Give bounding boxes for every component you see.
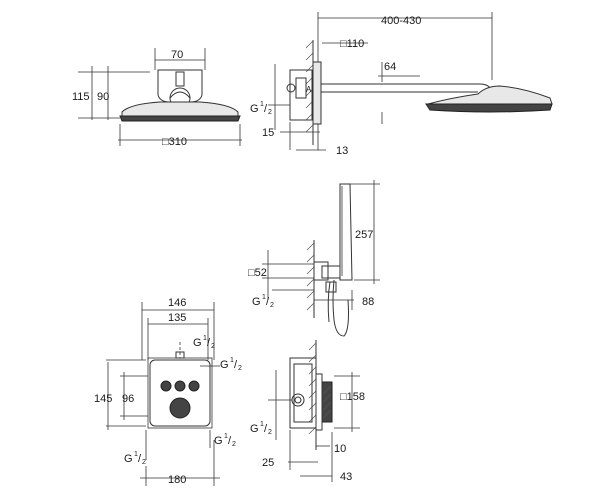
g-half-label-thermo-bl: G <box>124 453 133 465</box>
dim-25-label: 25 <box>262 457 274 469</box>
dim-15-label: 15 <box>262 127 274 139</box>
hand-shower-view: 257 □52 G 1 / 2 88 <box>248 180 380 337</box>
g-half-num-thermo-bl: 1 <box>134 451 138 458</box>
g-half-label-thermo-top2: G <box>220 359 229 371</box>
g-half-num-head: 1 <box>260 101 264 108</box>
g-half-den-thermo-bl: 2 <box>142 459 146 466</box>
g-half-num-thermo-top1: 1 <box>203 335 207 342</box>
dim-10-label: 10 <box>334 443 346 455</box>
g-half-num-thermo-br: 1 <box>224 433 228 440</box>
g-half-num-thermo-side: 1 <box>260 421 264 428</box>
g-half-label-thermo-side: G <box>250 423 259 435</box>
dim-158-label: □158 <box>340 391 365 403</box>
dim-70-label: 70 <box>171 49 183 61</box>
thermostat-side-view: □158 G 1 / 2 10 25 43 <box>250 340 365 483</box>
g-half-slash-thermo-bl: / <box>138 453 142 465</box>
dim-88-label: 88 <box>362 296 374 308</box>
g-half-num-thermo-top2: 1 <box>230 357 234 364</box>
g-half-slash-thermo-side: / <box>264 423 268 435</box>
g-half-den-head: 2 <box>268 109 272 116</box>
g-half-num-hand: 1 <box>262 294 266 301</box>
dim-110-label: □110 <box>340 38 364 50</box>
dim-135-label: 135 <box>168 312 186 324</box>
g-half-den-thermo-br: 2 <box>232 441 236 448</box>
dim-52-label: □52 <box>248 267 267 279</box>
dim-90-label: 90 <box>97 91 109 103</box>
g-half-den-thermo-top2: 2 <box>238 365 242 372</box>
g-half-den-hand: 2 <box>270 302 274 309</box>
dim-310-label: □310 <box>162 136 187 148</box>
g-half-label-hand: G <box>252 296 261 308</box>
g-half-label-head: G <box>250 103 259 115</box>
g-half-label-thermo-top1: G <box>193 337 202 349</box>
head-shower-front-view: 70 115 90 □310 <box>72 48 242 148</box>
thermostat-front-view: 146 135 G 1 / 2 G 1 / 2 145 96 <box>94 297 242 486</box>
g-half-slash-thermo-br: / <box>228 435 232 447</box>
g-half-slash-hand: / <box>266 296 270 308</box>
head-shower-side-view: 400-430 □110 A 64 <box>250 12 553 157</box>
dim-64-label: 64 <box>384 61 396 73</box>
marker-a-label: A <box>306 85 312 94</box>
dim-43-label: 43 <box>340 471 352 483</box>
dim-257-label: 257 <box>355 229 373 241</box>
g-half-den-thermo-top1: 2 <box>211 343 215 350</box>
dim-146-label: 146 <box>168 297 186 309</box>
dim-145-label: 145 <box>94 393 112 405</box>
dim-115-label: 115 <box>72 91 90 103</box>
g-half-label-thermo-br: G <box>214 435 223 447</box>
dim-13-label: 13 <box>336 145 348 157</box>
g-half-den-thermo-side: 2 <box>268 429 272 436</box>
dim-400-430-label: 400-430 <box>381 15 421 27</box>
g-half-slash-thermo-top2: / <box>234 359 238 371</box>
dim-96-label: 96 <box>122 393 134 405</box>
dim-180-label: 180 <box>168 474 186 486</box>
g-half-slash-head: / <box>264 103 268 115</box>
g-half-slash-thermo-top1: / <box>207 337 211 349</box>
